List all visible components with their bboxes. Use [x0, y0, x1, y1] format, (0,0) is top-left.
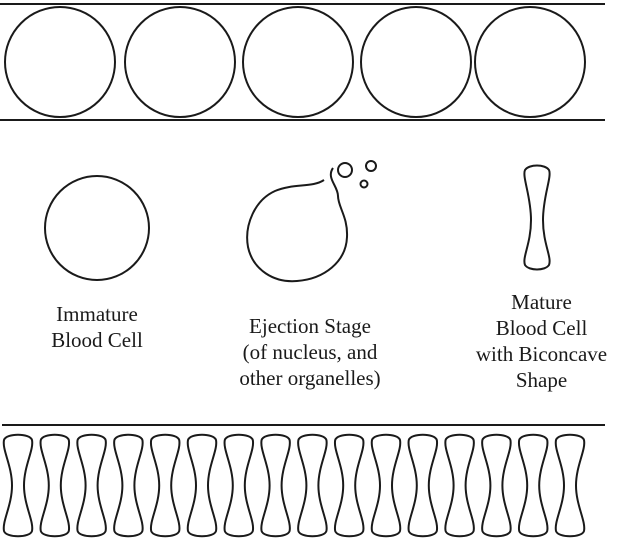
biconcave-cell [335, 435, 364, 537]
ejected-nucleus-bubble [338, 163, 352, 177]
biconcave-cell [482, 435, 511, 537]
biconcave-cell [445, 435, 474, 537]
ejected-organelle-bubble [361, 181, 368, 188]
biconcave-cell [114, 435, 143, 537]
biconcave-cell [4, 435, 33, 537]
biconcave-cell [188, 435, 217, 537]
round-cell [125, 7, 235, 117]
round-cell [361, 7, 471, 117]
biconcave-cell [519, 435, 548, 537]
biconcave-cell [151, 435, 180, 537]
ejection-stage-label: Ejection Stage (of nucleus, and other or… [225, 313, 395, 391]
immature-cell-label: Immature Blood Cell [22, 301, 172, 353]
bottom-vessel [2, 425, 605, 536]
round-cell [475, 7, 585, 117]
mature-biconcave-cell [524, 166, 549, 270]
mature-cell-label: Mature Blood Cell with Biconcave Shape [462, 289, 621, 393]
immature-cell [45, 176, 149, 280]
top-vessel [0, 4, 605, 120]
biconcave-cell [298, 435, 327, 537]
biconcave-cell [77, 435, 106, 537]
ejected-organelle-bubble [366, 161, 376, 171]
round-cell [243, 7, 353, 117]
biconcave-cell [372, 435, 401, 537]
biconcave-cell [225, 435, 254, 537]
ejecting-cell [247, 161, 376, 281]
biconcave-cell [409, 435, 438, 537]
biconcave-cell [556, 435, 585, 537]
round-cell [5, 7, 115, 117]
biconcave-cell [41, 435, 70, 537]
biconcave-cell [261, 435, 290, 537]
